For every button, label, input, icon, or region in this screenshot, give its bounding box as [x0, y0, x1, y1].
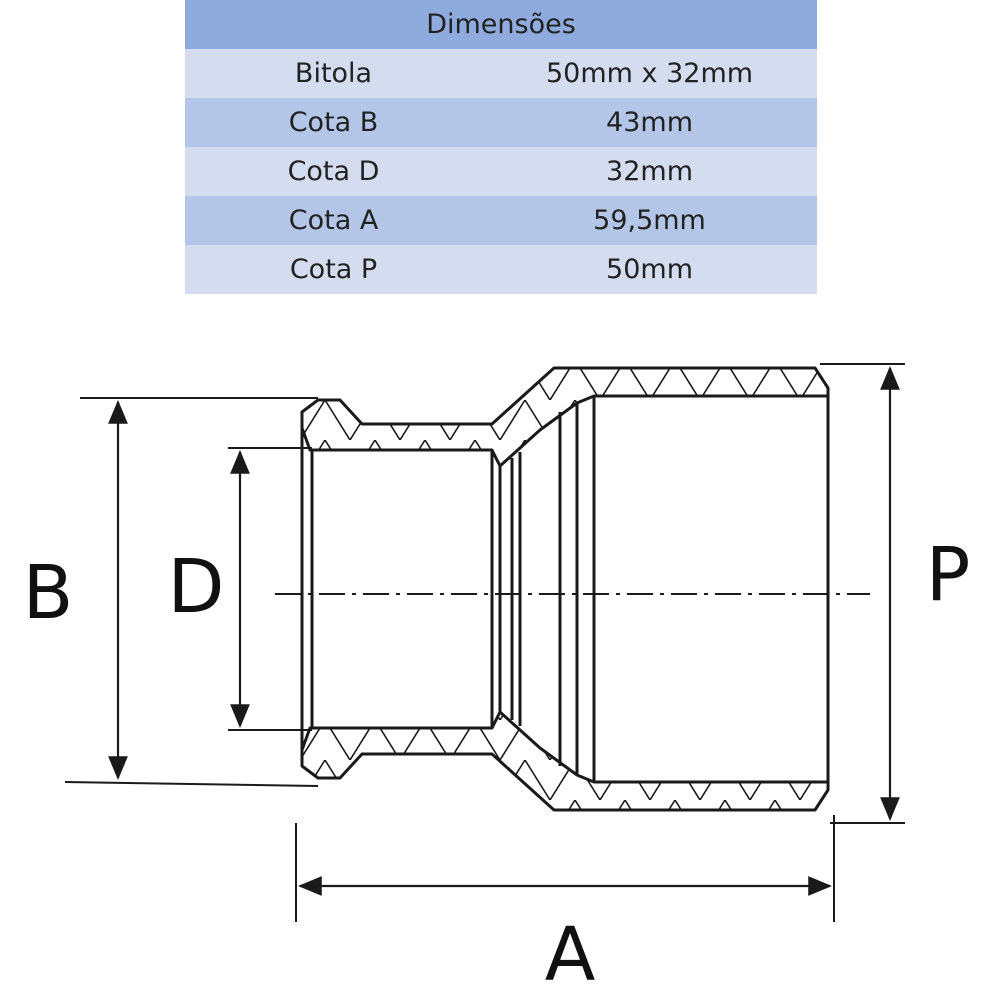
label-p: P	[926, 532, 971, 618]
table-row: Cota D 32mm	[185, 147, 817, 196]
row-label: Cota P	[185, 245, 483, 294]
row-label: Cota A	[185, 196, 483, 245]
bore-lines	[300, 388, 830, 790]
row-value: 43mm	[482, 98, 817, 147]
row-label: Bitola	[185, 49, 483, 98]
table-header-row: Dimensões	[185, 0, 817, 49]
table-row: Bitola 50mm x 32mm	[185, 49, 817, 98]
label-d: D	[168, 544, 225, 630]
row-value: 50mm	[482, 245, 817, 294]
label-a: A	[545, 912, 596, 998]
table-header: Dimensões	[185, 0, 817, 49]
table-row: Cota A 59,5mm	[185, 196, 817, 245]
row-label: Cota D	[185, 147, 483, 196]
lower-wall-section	[300, 710, 830, 812]
row-value: 59,5mm	[482, 196, 817, 245]
table-row: Cota B 43mm	[185, 98, 817, 147]
label-b: B	[23, 550, 74, 636]
table-row: Cota P 50mm	[185, 245, 817, 294]
extension-lines	[64, 363, 905, 922]
row-value: 32mm	[482, 147, 817, 196]
row-value: 50mm x 32mm	[482, 49, 817, 98]
dimension-lines	[108, 366, 900, 896]
row-label: Cota B	[185, 98, 483, 147]
dimensions-table: Dimensões Bitola 50mm x 32mm Cota B 43mm…	[185, 0, 817, 294]
upper-wall-section	[300, 366, 830, 468]
